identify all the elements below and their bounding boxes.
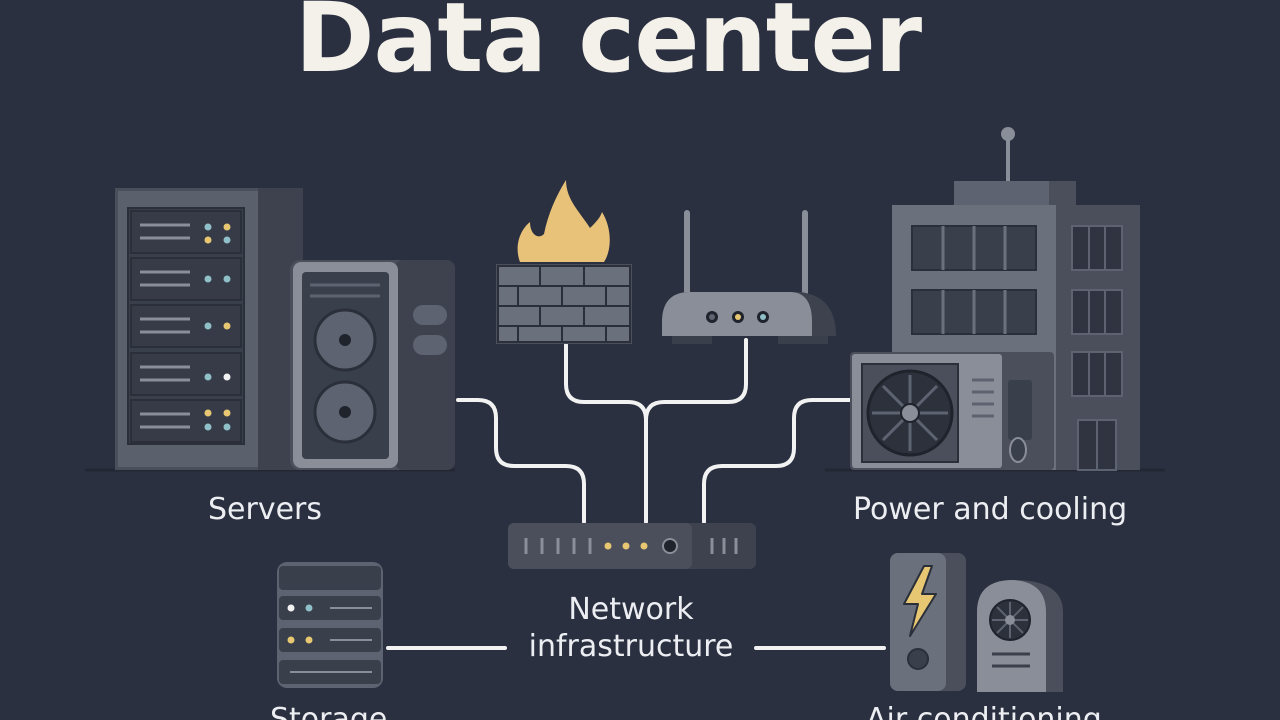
connector-router-switch: [644, 338, 748, 422]
network-label-line2: infrastructure: [528, 629, 734, 664]
rack-unit-5: [130, 399, 242, 443]
router-icon: [662, 210, 836, 344]
power-supply-icon: [890, 553, 966, 691]
flame-icon: [517, 180, 610, 262]
hvac-unit-icon: [850, 352, 1054, 470]
connector-firewall-switch: [564, 343, 648, 524]
server-rack-icon: [115, 188, 303, 470]
connector-lines: [386, 338, 886, 650]
page-title: Data center: [294, 0, 922, 94]
rack-unit-3: [130, 304, 242, 348]
power-cooling-label: Power and cooling: [853, 492, 1128, 527]
servers-label: Servers: [208, 492, 323, 527]
rack-unit-4: [130, 352, 242, 396]
connector-power-switch: [702, 398, 852, 524]
storage-icon: [277, 562, 383, 688]
lightning-icon: [903, 565, 937, 637]
storage-label: Storage: [270, 702, 388, 720]
firewall-icon: [496, 180, 632, 344]
rack-unit-1: [130, 210, 242, 254]
network-switch-icon: [508, 523, 756, 569]
connector-servers-switch: [456, 398, 586, 524]
air-conditioning-label: Air conditioning: [866, 702, 1102, 720]
network-label-line1: Network: [568, 592, 694, 627]
rack-unit-2: [130, 257, 242, 301]
tower-server-icon: [290, 260, 455, 470]
air-conditioner-icon: [977, 580, 1063, 692]
